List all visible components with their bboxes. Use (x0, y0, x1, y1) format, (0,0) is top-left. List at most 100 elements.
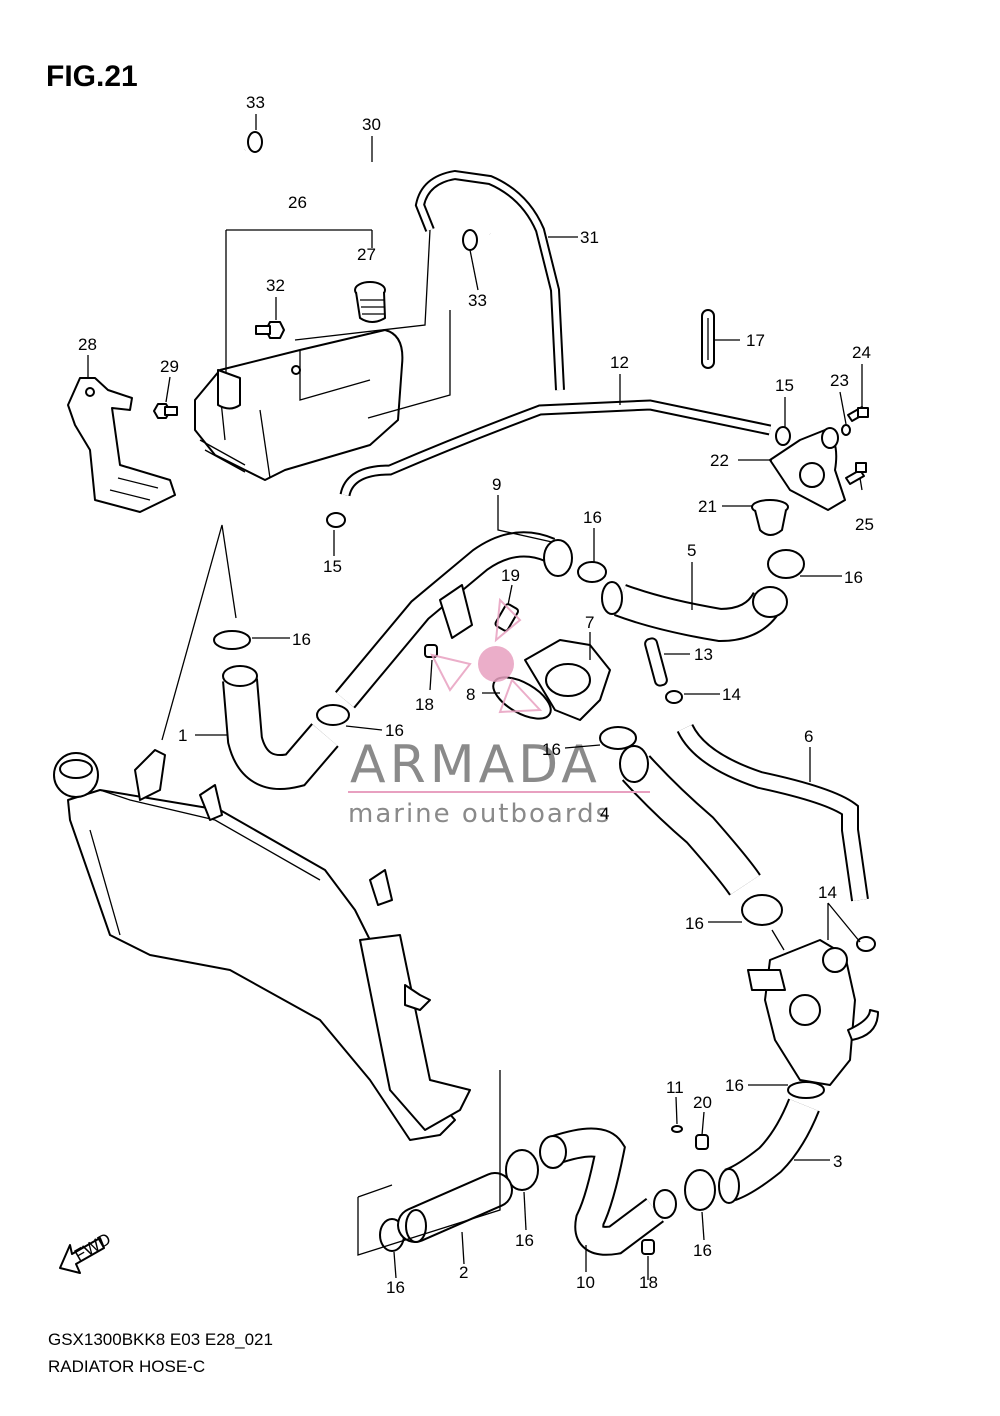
figure-title: FIG.21 (46, 60, 138, 93)
bolt-25 (845, 462, 867, 485)
bolt-20 (695, 1134, 709, 1150)
callout-28: 28 (78, 335, 97, 354)
callout-25: 25 (855, 515, 874, 534)
hose-1 (224, 678, 338, 788)
callout-24: 24 (852, 343, 871, 362)
clip-14-lower (856, 936, 876, 952)
fwd-label: FWD (71, 1229, 114, 1265)
hose-9 (336, 533, 555, 708)
callout-31: 31 (580, 228, 599, 247)
hose-12 (341, 401, 771, 496)
clamp-16-f (741, 894, 783, 926)
callout-23: 23 (830, 371, 849, 390)
clip-33-top (247, 131, 263, 153)
model-code: GSX1300BKK8 E03 E28_021 (48, 1330, 273, 1349)
hose-30 (239, 149, 491, 235)
callout-5: 5 (687, 541, 696, 560)
clamp-16-i (684, 1169, 716, 1211)
reservoir-bracket (67, 377, 176, 513)
reservoir-cap (354, 281, 386, 323)
watermark-tagline: marine outboards (348, 799, 611, 829)
callout-16: 16 (844, 568, 863, 587)
clip-17 (701, 309, 715, 369)
hose-3 (724, 1099, 818, 1200)
bolt-23 (841, 424, 851, 436)
thermostat (751, 499, 789, 536)
hose-4 (623, 756, 760, 895)
clamp-16-c (213, 630, 251, 650)
clamp-16-b (767, 549, 805, 579)
callout-4: 4 (600, 804, 609, 823)
bolt-18-lower (641, 1239, 655, 1255)
callout-20: 20 (693, 1093, 712, 1112)
bolt-32 (255, 321, 285, 339)
callout-15: 15 (775, 376, 794, 395)
callout-30: 30 (362, 115, 381, 134)
clip-33-mid (462, 229, 478, 251)
fitting-13 (644, 637, 668, 687)
callout-1: 1 (178, 726, 187, 745)
callout-16: 16 (292, 630, 311, 649)
hose-2 (399, 1174, 511, 1241)
callout-17: 17 (746, 331, 765, 350)
callout-16: 16 (685, 914, 704, 933)
callout-8: 8 (466, 685, 475, 704)
callout-13: 13 (694, 645, 713, 664)
watermark-logo (430, 597, 543, 714)
callout-16: 16 (542, 740, 561, 759)
callout-21: 21 (698, 497, 717, 516)
clamp-16-h (505, 1149, 539, 1191)
callout-16: 16 (725, 1076, 744, 1095)
clip-14-upper (665, 690, 683, 704)
hose-31 (416, 171, 563, 391)
callout-14: 14 (722, 685, 741, 704)
bolt-19 (494, 603, 519, 632)
leader-lines (87, 114, 863, 1280)
callout-27: 27 (357, 245, 376, 264)
callout-26: 26 (288, 193, 307, 212)
hose-6 (678, 724, 867, 901)
diagram-name: RADIATOR HOSE-C (48, 1357, 206, 1376)
clip-15-upper (775, 426, 791, 446)
callout-32: 32 (266, 276, 285, 295)
clip-15-lower (326, 512, 346, 528)
callout-16: 16 (515, 1231, 534, 1250)
callout-labels: 33 30 26 27 31 32 33 28 29 17 1 2 24 15 2… (78, 93, 874, 1297)
clamp-16-e (599, 726, 637, 750)
callout-16: 16 (386, 1278, 405, 1297)
clamp-16-d (316, 704, 350, 726)
callout-33: 33 (468, 291, 487, 310)
water-pump (747, 939, 879, 1086)
callout-14: 14 (818, 883, 837, 902)
clamp-16-a (577, 561, 607, 583)
hose-10 (550, 1129, 663, 1254)
callout-33: 33 (246, 93, 265, 112)
fwd-arrow-icon: FWD (59, 1229, 114, 1274)
callout-2: 2 (459, 1263, 468, 1282)
callout-6: 6 (804, 727, 813, 746)
callout-18: 18 (639, 1273, 658, 1292)
bolt-18-upper (424, 644, 438, 658)
callout-10: 10 (576, 1273, 595, 1292)
callout-15: 15 (323, 557, 342, 576)
callout-16: 16 (385, 721, 404, 740)
callout-9: 9 (492, 475, 501, 494)
bolt-24 (847, 406, 869, 422)
callout-22: 22 (710, 451, 729, 470)
callout-3: 3 (833, 1152, 842, 1171)
callout-29: 29 (160, 357, 179, 376)
callout-18: 18 (415, 695, 434, 714)
callout-11: 11 (666, 1078, 684, 1097)
callout-19: 19 (501, 566, 520, 585)
reservoir-tank (194, 329, 404, 481)
thermostat-cover (769, 427, 846, 511)
callout-16: 16 (693, 1241, 712, 1260)
callout-7: 7 (585, 613, 594, 632)
watermark-brand: ARMADA (350, 735, 601, 795)
bolt-29 (153, 403, 178, 419)
washer-11 (671, 1125, 683, 1133)
radiator (53, 749, 471, 1141)
hose-5 (614, 585, 782, 641)
clamp-16-g (787, 1081, 825, 1099)
